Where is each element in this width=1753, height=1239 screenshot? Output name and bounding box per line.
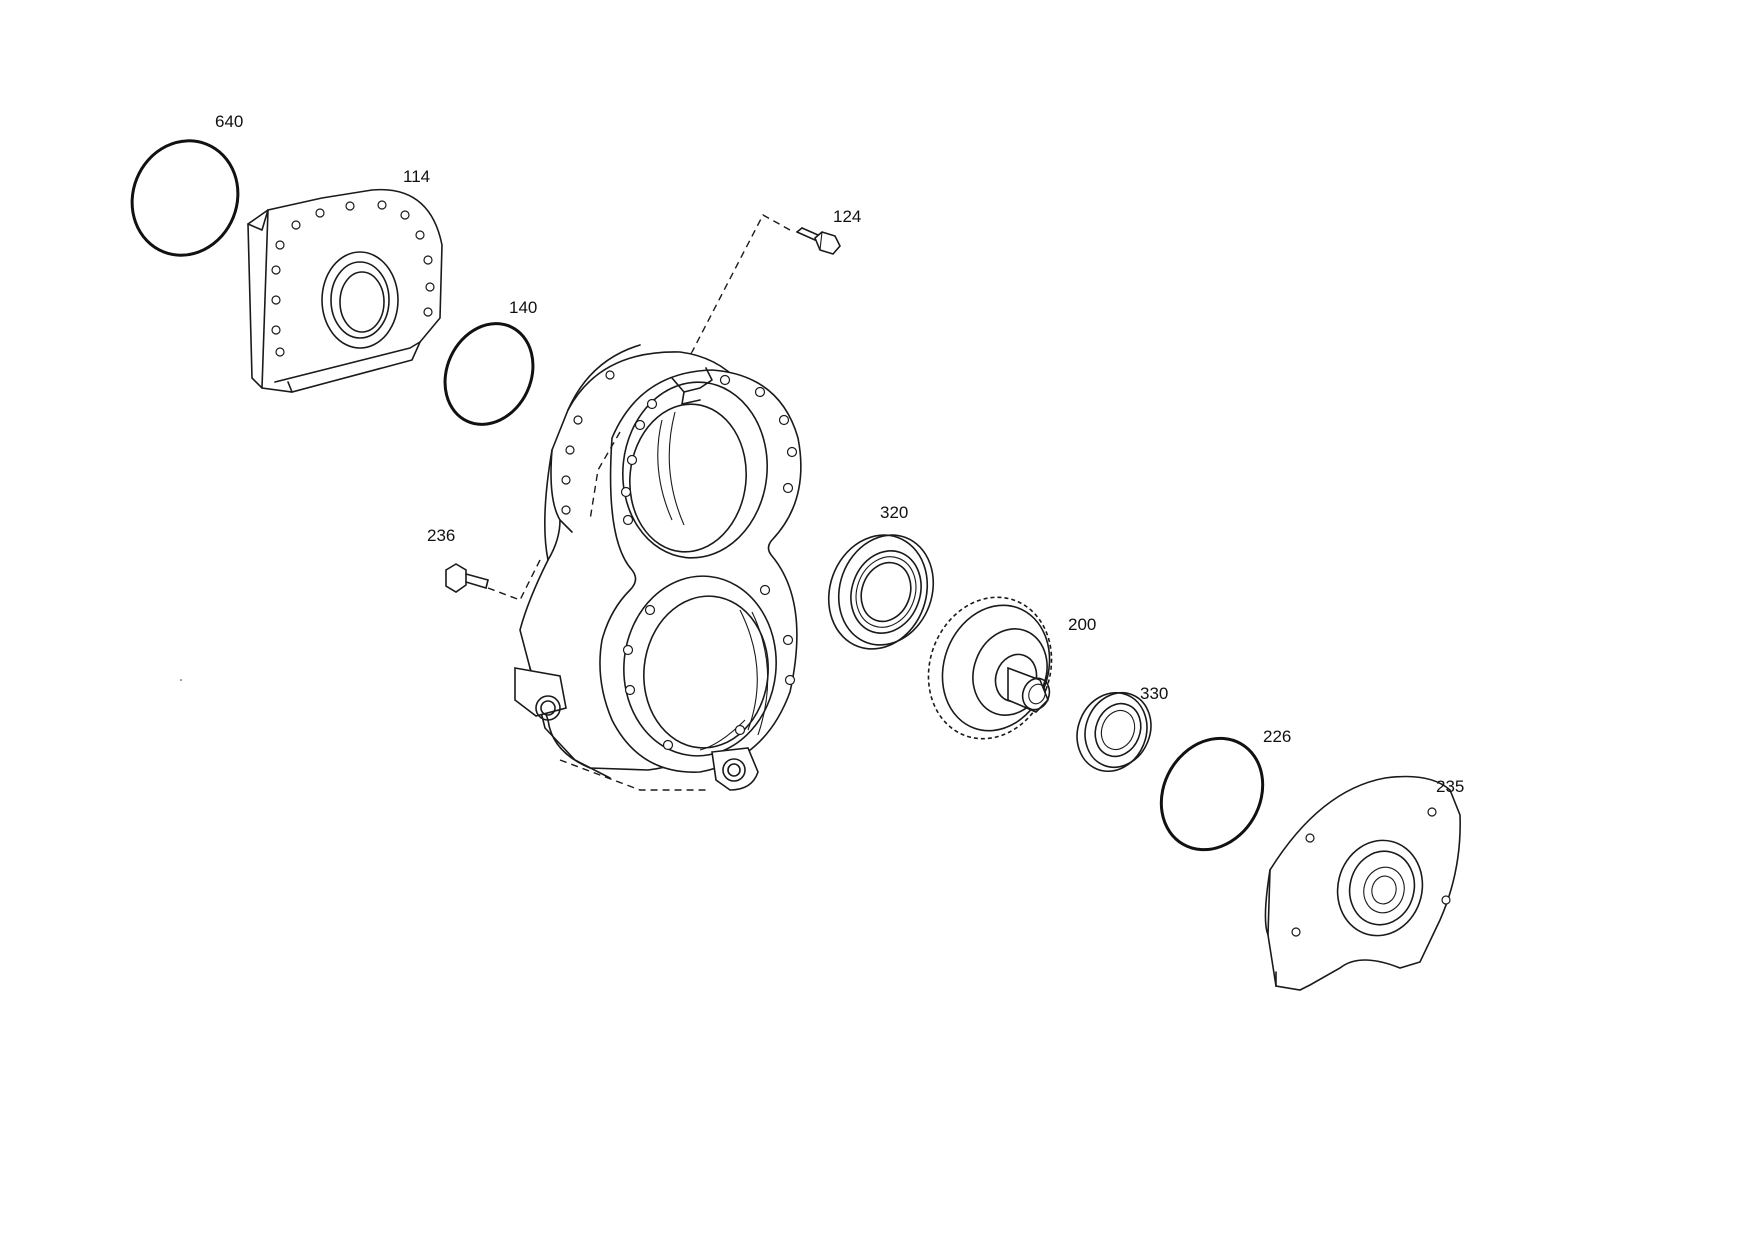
callout-226: 226 — [1263, 727, 1291, 746]
part-235-end-cover — [1264, 775, 1461, 991]
callout-140: 140 — [509, 298, 537, 317]
part-236-screw — [445, 563, 521, 601]
callout-235: 235 — [1436, 777, 1464, 796]
callout-320: 320 — [880, 503, 908, 522]
housing-bolt-holes — [561, 370, 798, 751]
part-200-gear — [927, 596, 1053, 740]
part-226-o-ring — [1159, 736, 1265, 852]
callout-200: 200 — [1068, 615, 1096, 634]
part-114-cover — [247, 188, 443, 393]
part-330-bearing — [1076, 691, 1152, 773]
part-320-bearing — [827, 534, 935, 650]
callout-124: 124 — [833, 207, 861, 226]
callout-236: 236 — [427, 526, 455, 545]
stray-dot — [180, 679, 182, 681]
callout-640: 640 — [215, 112, 243, 131]
part-140-o-ring — [443, 322, 535, 426]
housing-figure-eight — [514, 344, 802, 791]
part-640-o-ring — [130, 139, 240, 257]
part-124-screw — [677, 214, 841, 365]
callout-330: 330 — [1140, 684, 1168, 703]
callout-114: 114 — [403, 167, 430, 186]
cover-bolt-holes — [271, 200, 435, 357]
